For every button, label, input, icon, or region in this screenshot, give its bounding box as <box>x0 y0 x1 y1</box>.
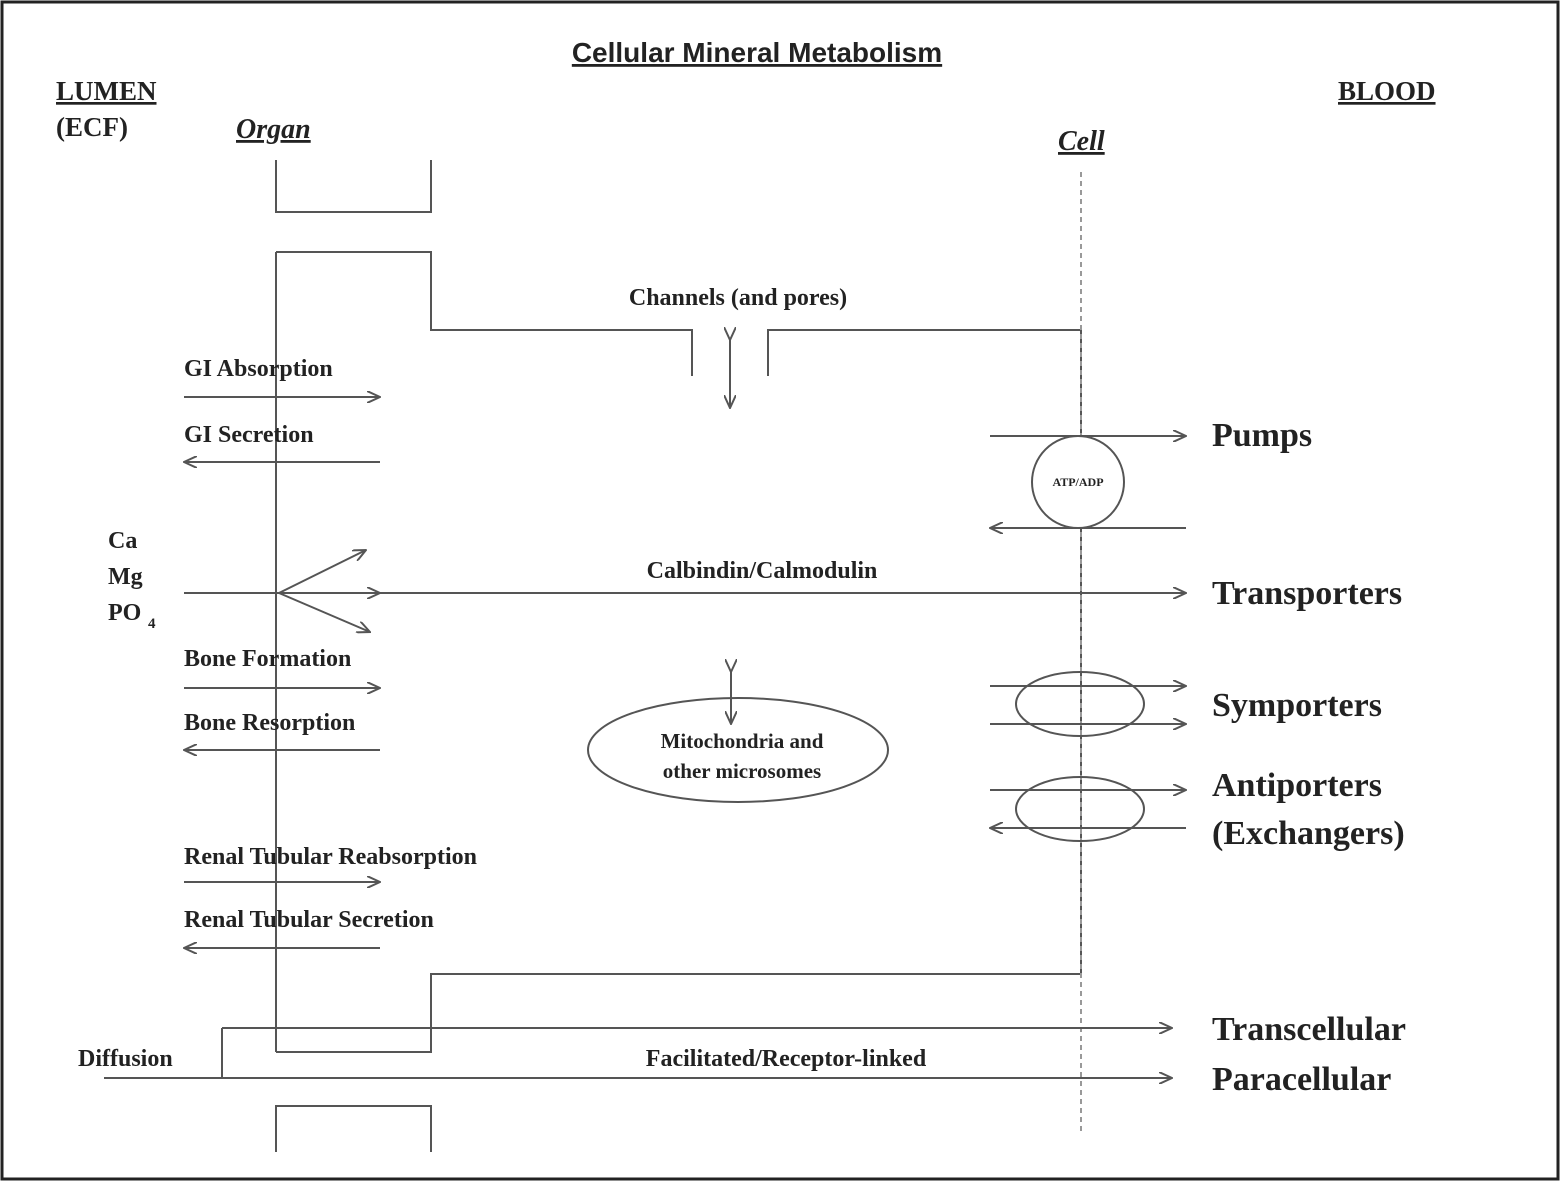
bone-formation-label: Bone Formation <box>184 646 351 672</box>
diffusion-label: Diffusion <box>78 1046 173 1072</box>
ecf-header: (ECF) <box>56 112 128 142</box>
channels-label: Channels (and pores) <box>629 285 847 311</box>
antiporter-ellipse <box>1015 776 1145 842</box>
ion-po-subscript: 4 <box>148 616 156 632</box>
mitochondria-label-line1: Mitochondria and <box>661 729 824 753</box>
mitochondria-ellipse <box>587 697 889 803</box>
calbindin-label: Calbindin/Calmodulin <box>647 558 878 584</box>
transcellular-label: Transcellular <box>1212 1011 1406 1048</box>
bone-resorption-label: Bone Resorption <box>184 710 355 736</box>
gi-secretion-label: GI Secretion <box>184 422 314 448</box>
ion-ca: Ca <box>108 528 137 554</box>
pumps-label: Pumps <box>1212 417 1312 454</box>
ion-fan-up-arrow <box>278 550 366 594</box>
cell-header: Cell <box>1058 126 1105 157</box>
atp-pump-circle <box>1031 435 1125 529</box>
exchangers-label: (Exchangers) <box>1212 815 1405 852</box>
cell-outline-main <box>276 329 1082 1053</box>
organ-header: Organ <box>236 114 311 145</box>
facilitated-label: Facilitated/Receptor-linked <box>646 1046 927 1072</box>
paracellular-label: Paracellular <box>1212 1061 1391 1098</box>
symporter-ellipse <box>1015 671 1145 737</box>
ion-fan-down-arrow <box>278 592 370 632</box>
transporters-label: Transporters <box>1212 575 1402 612</box>
renal-secretion-label: Renal Tubular Secretion <box>184 907 434 933</box>
ion-mg: Mg <box>108 564 143 590</box>
atp-adp-label: ATP/ADP <box>1052 475 1103 489</box>
gi-absorption-label: GI Absorption <box>184 356 333 382</box>
cell-outline-upper-left <box>276 251 693 376</box>
mitochondria-label-line2: other microsomes <box>663 759 821 783</box>
blood-header: BLOOD <box>1338 76 1436 106</box>
organ-bottom-segment <box>275 1105 432 1152</box>
ion-po: PO <box>108 600 141 626</box>
antiporters-label: Antiporters <box>1212 767 1382 804</box>
organ-top-segment <box>275 160 432 213</box>
lumen-header: LUMEN <box>56 76 157 106</box>
diagram-title: Cellular Mineral Metabolism <box>572 37 942 68</box>
symporters-label: Symporters <box>1212 687 1382 724</box>
renal-reabsorption-label: Renal Tubular Reabsorption <box>184 844 477 870</box>
